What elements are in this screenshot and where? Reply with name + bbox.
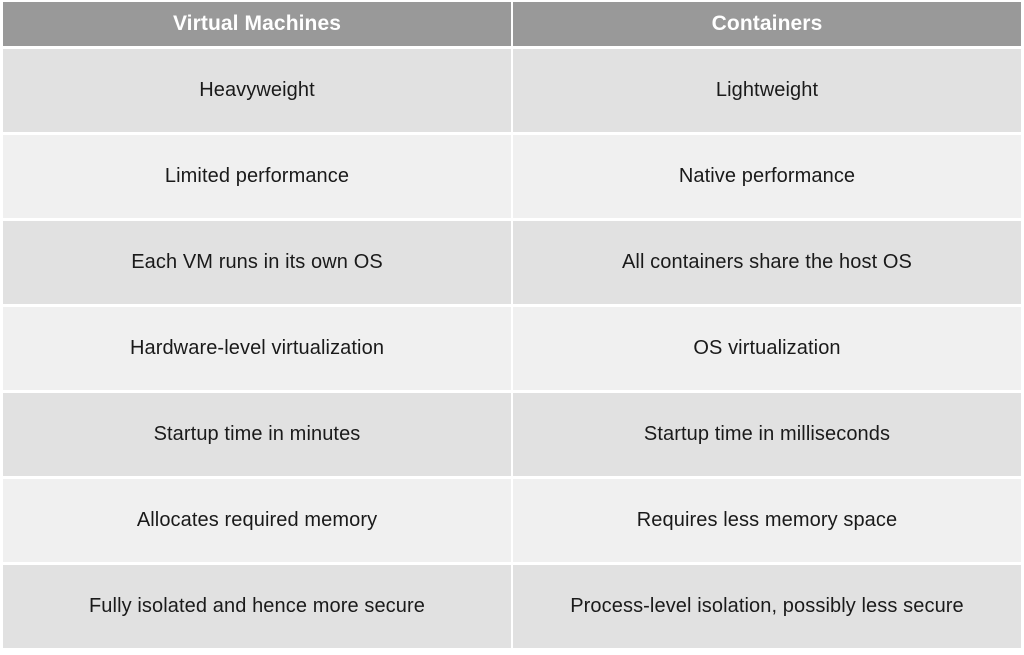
- table-cell-container: Requires less memory space: [513, 479, 1021, 562]
- table-cell-vm: Allocates required memory: [3, 479, 511, 562]
- table-cell-container: OS virtualization: [513, 307, 1021, 390]
- table-cell-vm: Each VM runs in its own OS: [3, 221, 511, 304]
- table-row: Hardware-level virtualization OS virtual…: [3, 307, 1021, 390]
- column-header-virtual-machines: Virtual Machines: [3, 2, 511, 46]
- table-cell-container: Lightweight: [513, 49, 1021, 132]
- table-row: Heavyweight Lightweight: [3, 49, 1021, 132]
- table-cell-container: Process-level isolation, possibly less s…: [513, 565, 1021, 648]
- table-cell-container: Startup time in milliseconds: [513, 393, 1021, 476]
- table-cell-vm: Hardware-level virtualization: [3, 307, 511, 390]
- column-header-containers: Containers: [513, 2, 1021, 46]
- table-cell-vm: Limited performance: [3, 135, 511, 218]
- table-row: Allocates required memory Requires less …: [3, 479, 1021, 562]
- table-cell-vm: Fully isolated and hence more secure: [3, 565, 511, 648]
- table-cell-vm: Startup time in minutes: [3, 393, 511, 476]
- table-cell-vm: Heavyweight: [3, 49, 511, 132]
- table-row: Each VM runs in its own OS All container…: [3, 221, 1021, 304]
- table-cell-container: Native performance: [513, 135, 1021, 218]
- table-header-row: Virtual Machines Containers: [3, 2, 1021, 46]
- table-row: Limited performance Native performance: [3, 135, 1021, 218]
- table-row: Startup time in minutes Startup time in …: [3, 393, 1021, 476]
- table-row: Fully isolated and hence more secure Pro…: [3, 565, 1021, 648]
- table-cell-container: All containers share the host OS: [513, 221, 1021, 304]
